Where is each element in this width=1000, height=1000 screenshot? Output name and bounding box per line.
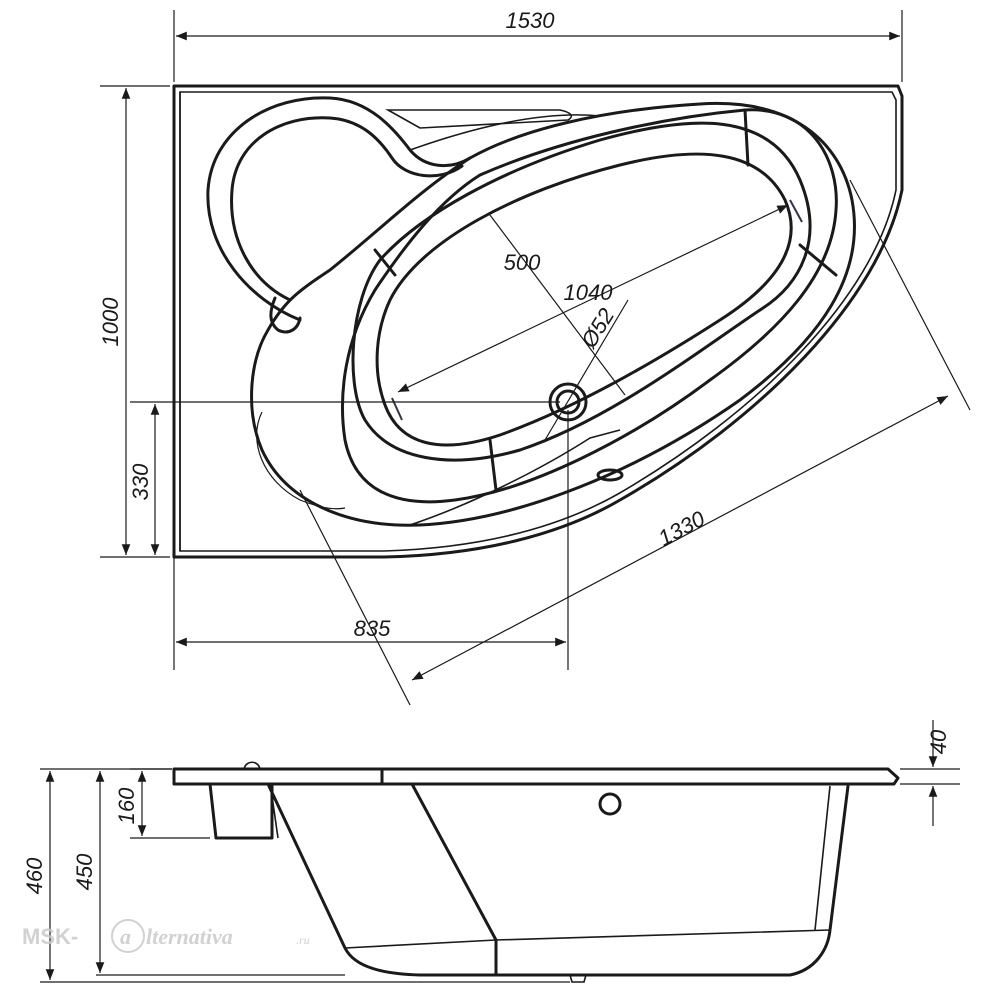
watermark-prefix: MSK- bbox=[22, 924, 78, 949]
top-view-outer-rim bbox=[172, 84, 904, 559]
dim-label-450: 450 bbox=[72, 853, 97, 890]
side-view-body bbox=[266, 782, 850, 977]
top-view-dimensions: 1530 1000 330 835 1330 1040 500 Ø52 bbox=[98, 8, 971, 706]
dim-label-460: 460 bbox=[22, 857, 47, 894]
side-overflow-hole bbox=[598, 792, 622, 816]
dim-label-40: 40 bbox=[926, 729, 951, 754]
watermark: MSK- a lternativa .ru bbox=[22, 919, 310, 953]
overflow-shelf bbox=[384, 109, 572, 129]
dim-line-1040 bbox=[397, 204, 789, 393]
dim-label-1530: 1530 bbox=[506, 8, 556, 33]
top-view bbox=[172, 84, 904, 559]
dim-label-drain: Ø52 bbox=[575, 304, 619, 353]
side-view bbox=[172, 761, 900, 983]
side-view-support bbox=[208, 782, 274, 840]
dim-line-drain bbox=[544, 299, 629, 441]
dim-line-1330 bbox=[411, 395, 949, 681]
side-view-rim bbox=[172, 767, 900, 786]
dim-label-1330: 1330 bbox=[654, 505, 710, 550]
dim-label-1040: 1040 bbox=[564, 280, 614, 305]
watermark-suffix: lternativa bbox=[146, 924, 233, 949]
dim-label-835: 835 bbox=[354, 616, 391, 641]
dim-line-500 bbox=[489, 214, 626, 396]
watermark-letter: a bbox=[120, 924, 131, 949]
dim-label-160: 160 bbox=[114, 787, 139, 824]
dim-label-1000: 1000 bbox=[98, 297, 123, 347]
ledge-divider-2 bbox=[798, 243, 838, 277]
headrest-ring-inner bbox=[230, 116, 464, 302]
ledge-divider-4 bbox=[373, 248, 397, 277]
basin-shell bbox=[250, 101, 856, 527]
dim-label-500: 500 bbox=[504, 250, 541, 275]
watermark-domain: .ru bbox=[296, 933, 310, 947]
side-view-dimensions: 40 160 460 450 bbox=[22, 720, 960, 983]
dim-label-330: 330 bbox=[128, 463, 153, 500]
basin-ledge bbox=[341, 108, 838, 504]
headrest-ring-outer bbox=[206, 96, 472, 322]
ledge-divider-3 bbox=[488, 438, 498, 492]
ledge-divider-1 bbox=[743, 108, 750, 167]
watermark-at-icon bbox=[111, 919, 145, 953]
